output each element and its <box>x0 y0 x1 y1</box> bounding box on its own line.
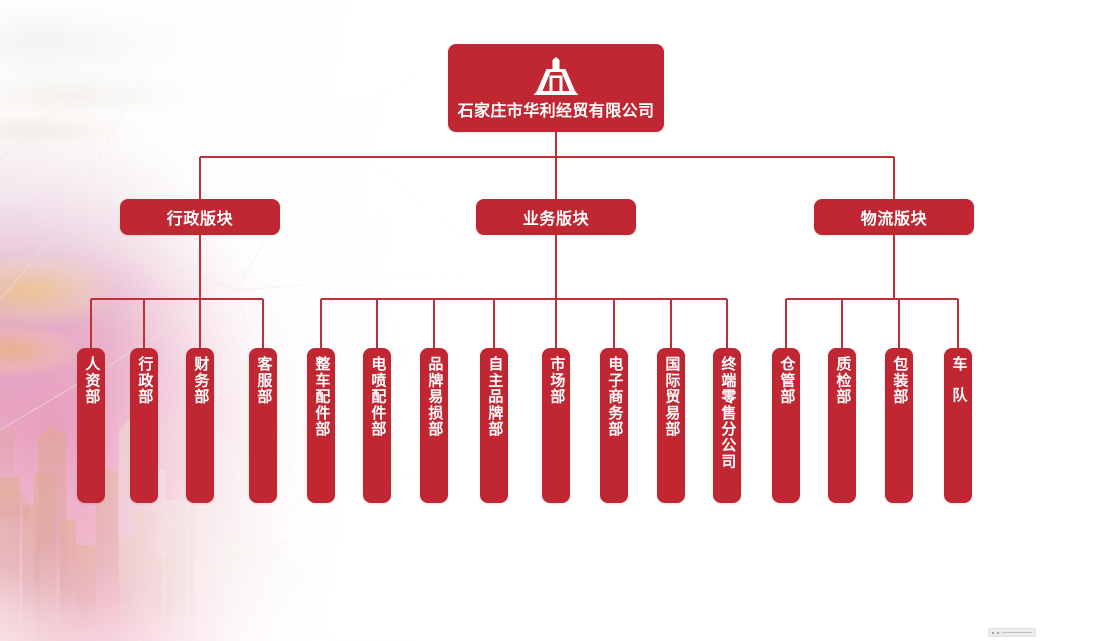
department-node-efi-parts[interactable]: 电喷配件部 <box>363 348 391 503</box>
department-node-quality-inspection[interactable]: 质检部 <box>828 348 856 503</box>
department-label-retail-branch: 终端零售分公司 <box>719 356 737 470</box>
department-node-vehicle-parts[interactable]: 整车配件部 <box>307 348 335 503</box>
department-node-own-brand[interactable]: 自主品牌部 <box>480 348 508 503</box>
department-label-administration: 行政部 <box>136 356 154 405</box>
department-label-hr: 人资部 <box>83 356 101 405</box>
department-node-customer-service[interactable]: 客服部 <box>249 348 277 503</box>
root-node-title: 石家庄市华利经贸有限公司 <box>457 103 655 120</box>
department-label-quality-inspection: 质检部 <box>834 356 852 405</box>
division-label-logistics: 物流版块 <box>860 211 928 228</box>
department-node-brand-wearparts[interactable]: 品牌易损部 <box>420 348 448 503</box>
department-label-ecommerce: 电子商务部 <box>606 356 624 437</box>
watermark-dot <box>992 631 994 634</box>
department-label-efi-parts: 电喷配件部 <box>369 356 387 437</box>
department-label-fleet: 车队 <box>950 356 968 418</box>
department-label-customer-service: 客服部 <box>255 356 273 405</box>
department-label-marketing: 市场部 <box>548 356 566 405</box>
division-label-business: 业务版块 <box>522 211 590 228</box>
watermark-line <box>1002 632 1032 633</box>
department-label-vehicle-parts: 整车配件部 <box>313 356 331 437</box>
department-label-finance: 财务部 <box>192 356 210 405</box>
department-node-warehouse[interactable]: 仓管部 <box>772 348 800 503</box>
watermark-dot <box>997 631 999 634</box>
department-node-international-trade[interactable]: 国际贸易部 <box>657 348 685 503</box>
division-node-administration[interactable]: 行政版块 <box>120 199 280 235</box>
department-node-fleet[interactable]: 车队 <box>944 348 972 503</box>
division-node-business[interactable]: 业务版块 <box>476 199 636 235</box>
company-arch-logo-icon <box>533 57 579 95</box>
department-node-administration[interactable]: 行政部 <box>130 348 158 503</box>
department-label-brand-wearparts: 品牌易损部 <box>426 356 444 437</box>
division-node-logistics[interactable]: 物流版块 <box>814 199 974 235</box>
department-label-international-trade: 国际贸易部 <box>663 356 681 437</box>
department-node-finance[interactable]: 财务部 <box>186 348 214 503</box>
department-label-own-brand: 自主品牌部 <box>486 356 504 437</box>
department-node-ecommerce[interactable]: 电子商务部 <box>600 348 628 503</box>
root-node-company[interactable]: 石家庄市华利经贸有限公司 <box>448 44 664 132</box>
department-label-packaging: 包装部 <box>891 356 909 405</box>
department-node-hr[interactable]: 人资部 <box>77 348 105 503</box>
division-label-administration: 行政版块 <box>166 211 234 228</box>
department-label-warehouse: 仓管部 <box>778 356 796 405</box>
department-node-packaging[interactable]: 包装部 <box>885 348 913 503</box>
department-node-retail-branch[interactable]: 终端零售分公司 <box>713 348 741 503</box>
department-node-marketing[interactable]: 市场部 <box>542 348 570 503</box>
bottom-right-watermark <box>988 628 1036 637</box>
